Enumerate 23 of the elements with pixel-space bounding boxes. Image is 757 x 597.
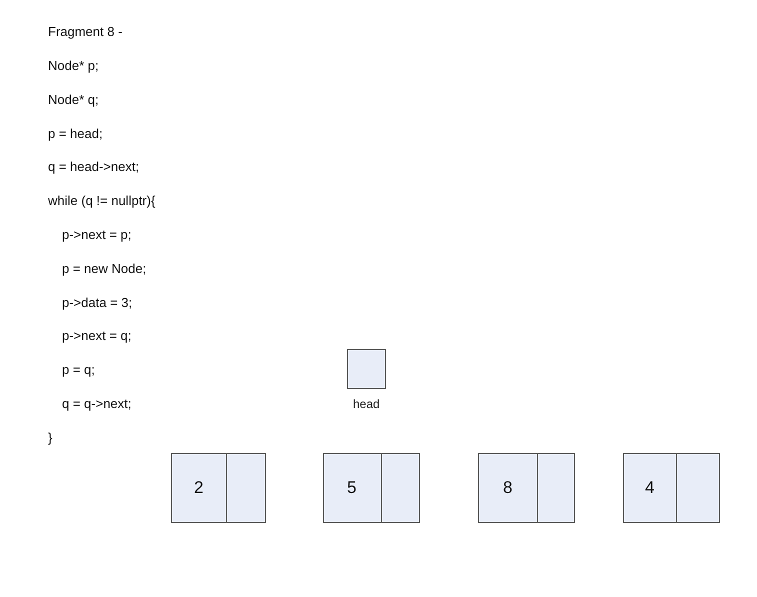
linked-list-node xyxy=(623,453,720,523)
node-caption: head xyxy=(353,397,380,411)
pointer-box xyxy=(347,349,386,389)
code-line: Node* q; xyxy=(48,92,99,107)
code-line: q = q->next; xyxy=(62,396,132,411)
code-line: p = new Node; xyxy=(62,261,146,276)
linked-list-node xyxy=(478,453,575,523)
code-line: p->next = q; xyxy=(62,328,132,343)
fragment-title: Fragment 8 - xyxy=(48,24,122,39)
linked-list-node xyxy=(323,453,420,523)
code-line: p = head; xyxy=(48,126,103,141)
code-line: } xyxy=(48,430,52,445)
node-value: 2 xyxy=(194,478,204,498)
code-line: q = head->next; xyxy=(48,159,140,174)
code-line: while (q != nullptr){ xyxy=(48,193,156,208)
code-line: Node* p; xyxy=(48,58,99,73)
code-line: p = q; xyxy=(62,362,95,377)
linked-list-node xyxy=(171,453,266,523)
code-line: p->next = p; xyxy=(62,227,132,242)
node-value: 5 xyxy=(347,478,356,498)
node-value: 4 xyxy=(645,478,654,498)
code-line: p->data = 3; xyxy=(62,295,132,310)
node-value: 8 xyxy=(503,478,512,498)
